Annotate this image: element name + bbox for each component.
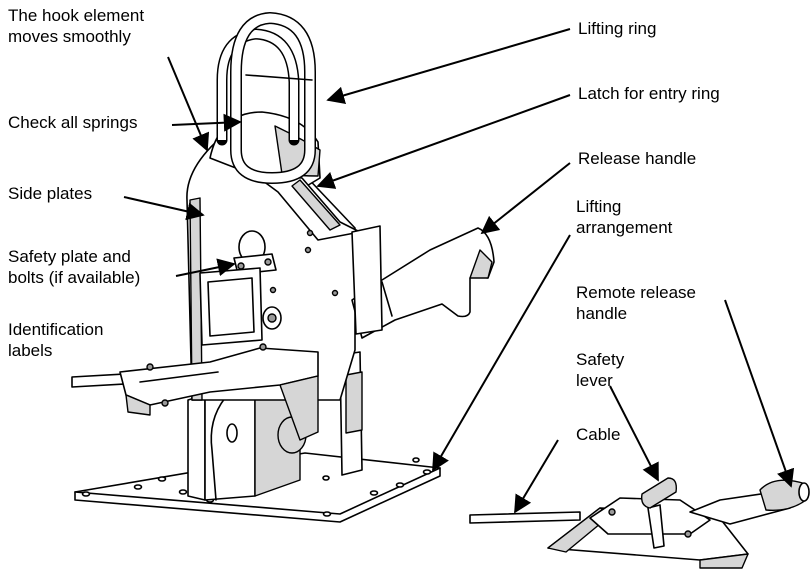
label-remote-release-line-1: Remote release [576,283,697,302]
label-identification-line-1: Identification [8,320,104,339]
handle-bracket [351,225,383,335]
label-release-handle: Release handle [578,149,697,168]
leader-cable [514,439,559,514]
label-remote-release-line-2: handle [576,304,628,323]
label-side-plates: Side plates [8,184,93,203]
lower-support-frame [187,394,206,501]
base-plate-holes [81,457,432,517]
label-lifting-arrangement-line-1: Lifting [576,197,622,216]
main-hook-assembly [71,12,495,523]
label-cable: Cable [576,425,621,444]
label-window [199,267,263,346]
right-cable [469,511,581,524]
leader-hook [167,56,210,152]
label-safety-plate-line-1: Safety plate and [8,247,131,266]
label-safety-lever-line-2: lever [576,371,613,390]
label-lifting-arrangement-line-2: arrangement [576,218,673,237]
leader-latch [316,94,571,189]
leader-lines [123,28,795,514]
label-identification-line-2: labels [8,341,53,360]
leader-lifting-ring [326,28,571,105]
label-check-springs: Check all springs [8,113,138,132]
safety-lever-knob [640,477,678,509]
label-hook-line-1: The hook element [8,6,145,25]
leader-release-handle [480,162,571,235]
remote-release-assembly [469,477,810,569]
label-safety-lever-line-1: Safety [576,350,625,369]
leader-safety-plate [175,258,236,277]
leader-remote-release [724,299,795,488]
label-lifting-ring: Lifting ring [578,19,657,38]
label-latch: Latch for entry ring [578,84,720,103]
leader-side-plates [123,196,205,221]
leader-safety-lever [609,385,659,482]
label-safety-plate-line-2: bolts (if available) [8,268,141,287]
leader-springs [171,113,242,132]
safety-lever-arm [647,504,665,549]
lifting-ring [216,12,316,184]
leader-lifting-arrangement [432,234,571,472]
label-hook-line-2: moves smoothly [8,27,131,46]
